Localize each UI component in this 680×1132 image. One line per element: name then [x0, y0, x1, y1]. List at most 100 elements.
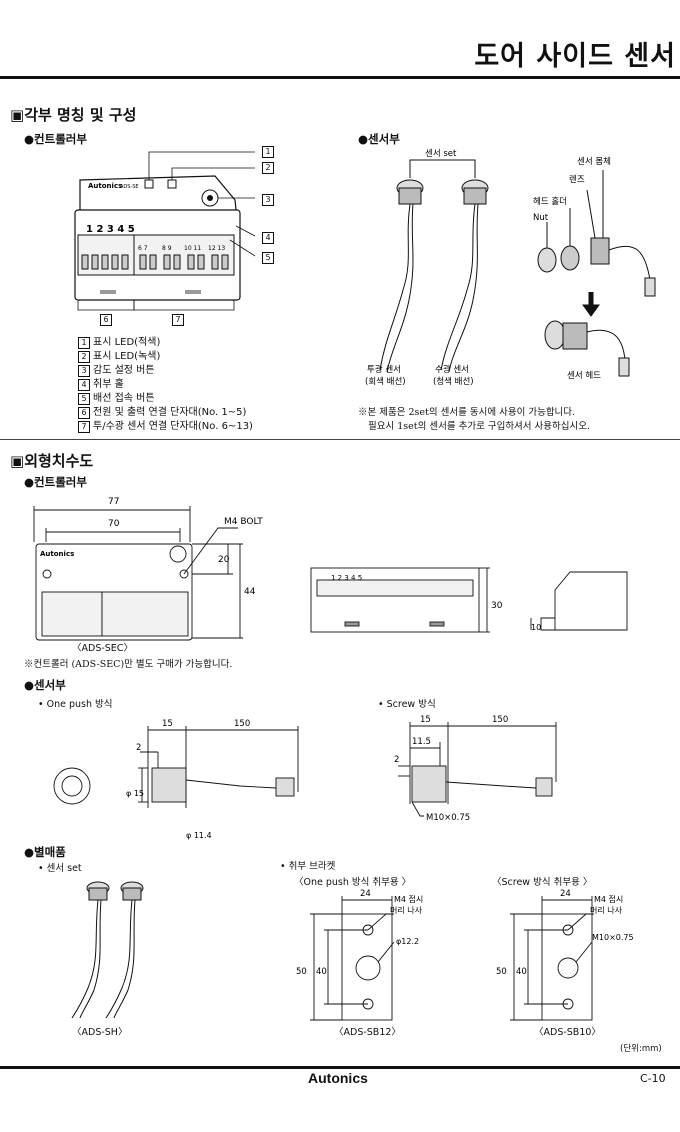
op-dim-phi114: φ 11.4 [186, 831, 212, 840]
callout-2: 2 [262, 162, 274, 174]
bracket-sb10-drawing: 24 M4 접시 머리 나사 M10×0.75 50 40 [496, 889, 634, 1021]
sb10-screw-1: M4 접시 [594, 894, 623, 904]
op-dim-2: 2 [136, 743, 141, 753]
callout-3: 3 [262, 194, 274, 206]
section-divider [0, 439, 680, 440]
accessory-sensor-set-drawing [71, 881, 144, 1019]
section-1-heading: ▣각부 명칭 및 구성 [10, 106, 137, 124]
callout-7: 7 [172, 314, 184, 326]
screw-sensor-drawing: 15 150 11.5 2 M10×0.75 [394, 715, 557, 823]
callout-4: 4 [262, 232, 274, 244]
sensor-note-2: 필요시 1set의 센서를 추가로 구입하셔서 사용하십시오. [368, 421, 591, 432]
sb12-dim-50: 50 [296, 967, 307, 977]
page-number: C-10 [640, 1072, 666, 1085]
sb12-dim-24: 24 [360, 889, 371, 899]
screw-dim-15: 15 [420, 715, 431, 725]
controller-brand: Autonics [88, 182, 122, 190]
dim-sensor-label: ●센서부 [24, 678, 66, 692]
sb10-screw-2: 머리 나사 [590, 906, 623, 915]
sb10-dim-50: 50 [496, 967, 507, 977]
bracket-screw-label: 〈Screw 방식 취부용 〉 [492, 877, 593, 888]
sb12-screw-2: 머리 나사 [390, 906, 423, 915]
op-dim-phi15: φ 15 [126, 789, 144, 798]
op-dim-15: 15 [162, 719, 173, 729]
controller-note: ※컨트롤러 (ADS-SEC)만 별도 구매가 가능합니다. [24, 659, 233, 670]
lens-label: 렌즈 [569, 174, 585, 185]
receiver-label: 수광 센서 [435, 364, 469, 375]
emitter-wire-label: (회색 배선) [365, 376, 406, 387]
footer-brand: Autonics [308, 1070, 368, 1086]
sensor-head-label: 센서 헤드 [567, 370, 601, 381]
nut-label: Nut [533, 213, 549, 223]
sb12-dim-40: 40 [316, 967, 327, 977]
drawing-brand: Autonics [40, 550, 74, 558]
terminal-1213: 12 13 [208, 245, 225, 252]
terminal-1011: 10 11 [184, 245, 201, 252]
controller-illustration: Autonics ADS-SE 1 2 3 4 5 6 7 8 9 10 11 … [74, 151, 256, 311]
dim-20: 20 [218, 555, 230, 565]
footer-rule [0, 1066, 680, 1069]
sb10-caption: 〈ADS-SB10〉 [534, 1027, 601, 1038]
accessory-label: ●별매품 [24, 845, 66, 859]
title-rule [0, 76, 680, 79]
sb12-dim-phi122: φ12.2 [396, 937, 419, 946]
sensor-set-label: 센서 set [425, 148, 457, 159]
unit-label: (단위:mm) [620, 1044, 662, 1054]
head-holder-label: 헤드 홀더 [533, 196, 567, 207]
bracket-sb12-drawing: 24 M4 접시 머리 나사 φ12.2 50 40 [296, 889, 423, 1021]
bracket-label: • 취부 브라켓 [280, 861, 336, 872]
terminal-89: 8 9 [162, 245, 172, 252]
emitter-label: 투광 센서 [367, 364, 401, 375]
receiver-wire-label: (청색 배선) [433, 376, 474, 387]
square-bullet-icon: ▣ [10, 106, 25, 124]
controller-label: ●컨트롤러부 [24, 132, 87, 146]
screw-dim-115: 11.5 [412, 737, 431, 747]
page-title: 도어 사이드 센서 [474, 41, 676, 72]
dim-10: 10 [531, 623, 541, 632]
sb12-caption: 〈ADS-SB12〉 [334, 1027, 401, 1038]
sensor-illustration: 센서 set 센서 몸체 렌즈 헤드 홀더 Nut 투광 센서 (회색 배선) … [365, 148, 656, 387]
sb12-screw-1: M4 접시 [394, 894, 423, 904]
section-2-heading: ▣외형치수도 [10, 452, 94, 470]
screw-thread: M10×0.75 [426, 813, 470, 823]
bracket-onepush-label: 〈One push 방식 취부용 〉 [294, 877, 412, 888]
screw-dim-2: 2 [394, 755, 399, 765]
one-push-label: • One push 방식 [38, 699, 113, 710]
sb10-dim-24: 24 [560, 889, 571, 899]
sb10-dim-40: 40 [516, 967, 527, 977]
bolt-label: M4 BOLT [224, 517, 263, 527]
sensor-body-label: 센서 몸체 [577, 156, 611, 167]
sensor-note-1: ※본 제품은 2set의 센서를 동시에 사용이 가능합니다. [358, 407, 576, 418]
sb10-thread: M10×0.75 [592, 933, 634, 942]
square-bullet-icon: ▣ [10, 452, 25, 470]
terminal-nums-a: 1 2 3 4 5 [86, 224, 135, 235]
one-push-sensor-drawing: 15 150 2 φ 15 φ 11.4 [53, 719, 299, 840]
screw-label: • Screw 방식 [378, 699, 436, 710]
side-terminal-nums: 1 2 3 4 5 [331, 574, 362, 582]
sh-caption: 〈ADS-SH〉 [72, 1027, 128, 1038]
controller-model: ADS-SE [120, 184, 139, 190]
terminal-67: 6 7 [138, 245, 148, 252]
dim-70: 70 [108, 519, 120, 529]
accessory-sensor-set: • 센서 set [38, 863, 82, 874]
controller-model-caption: 〈ADS-SEC〉 [72, 643, 133, 654]
callout-6: 6 [100, 314, 112, 326]
dim-44: 44 [244, 587, 256, 597]
screw-dim-150: 150 [492, 715, 508, 725]
callout-1: 1 [262, 146, 274, 158]
sensor-label: ●센서부 [358, 132, 400, 146]
op-dim-150: 150 [234, 719, 250, 729]
callout-5: 5 [262, 252, 274, 264]
dim-30: 30 [491, 601, 503, 611]
dim-controller-label: ●컨트롤러부 [24, 475, 87, 489]
controller-side-views: 1 2 3 4 5 30 10 [310, 567, 628, 633]
controller-dimension-drawing: Autonics 77 70 M4 BOLT 20 44 [33, 497, 263, 641]
